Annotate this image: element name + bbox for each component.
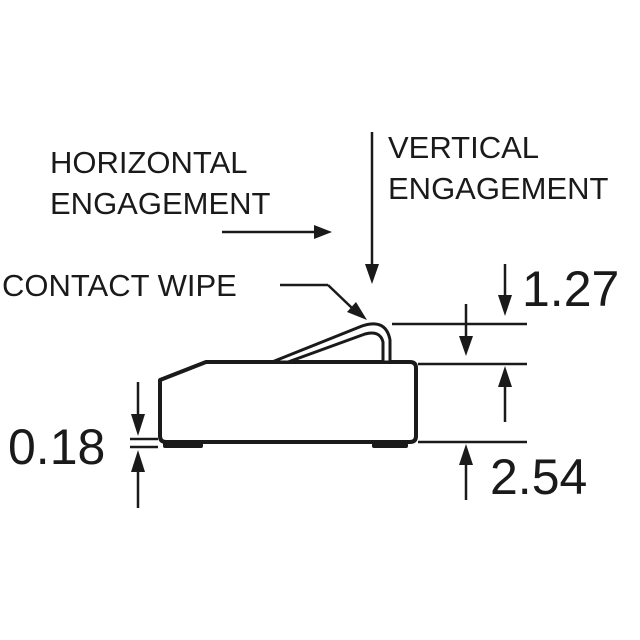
housing (158, 360, 418, 444)
dim-0-18-arrows (130, 382, 158, 508)
contact-wipe-label: CONTACT WIPE (2, 268, 237, 303)
dim-2-54-arrows (459, 366, 512, 500)
dim-1-27-label: 1.27 (522, 261, 619, 317)
vertical-engagement-label-line2: ENGAGEMENT (388, 171, 609, 206)
horizontal-engagement-arrow (222, 225, 332, 239)
vertical-engagement-label-line1: VERTICAL (388, 130, 539, 165)
dim-0-18-label: 0.18 (8, 419, 105, 475)
contact-spring (270, 322, 392, 364)
horizontal-engagement-label-line2: ENGAGEMENT (50, 186, 271, 221)
horizontal-engagement-label-line1: HORIZONTAL (50, 145, 248, 180)
dim-1-27-arrows (459, 264, 512, 356)
contact-wipe-leader (280, 283, 367, 320)
vertical-engagement-arrow (365, 132, 379, 284)
dim-2-54-label: 2.54 (490, 449, 587, 505)
component-body (158, 360, 418, 448)
extension-lines (392, 322, 527, 444)
